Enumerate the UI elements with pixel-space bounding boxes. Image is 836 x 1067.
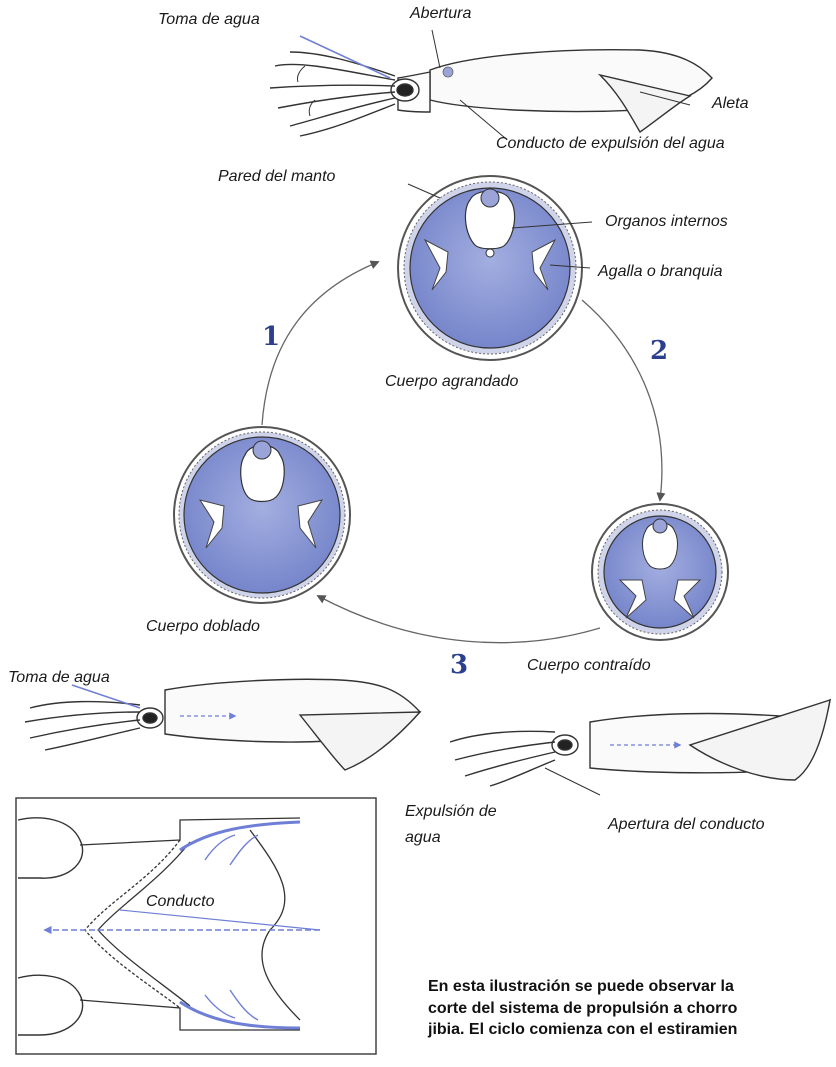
label-pared-manto: Pared del manto — [218, 167, 335, 186]
cross-section-enlarged — [398, 176, 582, 360]
cross-section-contracted — [592, 504, 728, 640]
squid-intake — [25, 679, 420, 770]
label-cuerpo-agrandado: Cuerpo agrandado — [385, 372, 518, 391]
step-number-1: 1 — [262, 322, 280, 352]
leader-apertura — [545, 768, 600, 795]
label-apertura-conducto: Apertura del conducto — [608, 815, 765, 834]
intake-water-line-top — [300, 36, 390, 78]
label-aleta: Aleta — [712, 94, 748, 113]
cross-section-bent — [174, 427, 350, 603]
step-number-3: 3 — [450, 650, 468, 680]
label-organos-internos: Organos internos — [605, 212, 728, 231]
label-expulsion-line2: agua — [405, 828, 441, 847]
label-expulsion-line1: Expulsión de — [405, 802, 497, 821]
leader-abertura — [432, 30, 440, 68]
cycle-arrow-3 — [318, 596, 600, 643]
label-cuerpo-doblado: Cuerpo doblado — [146, 617, 260, 636]
squid-expulsion — [450, 700, 830, 786]
intake-water-line-bottom — [72, 685, 140, 708]
step-number-2: 2 — [650, 336, 668, 366]
caption-text: En esta ilustración se puede observar la… — [428, 976, 836, 1041]
conduit-inset — [16, 798, 376, 1054]
label-cuerpo-contraido: Cuerpo contraído — [527, 656, 651, 675]
leader-pared-manto — [408, 184, 440, 198]
label-toma-agua-top: Toma de agua — [158, 10, 260, 29]
label-toma-agua-bottom: Toma de agua — [8, 668, 110, 687]
label-conducto-expulsion: Conducto de expulsión del agua — [496, 134, 725, 153]
cycle-arrow-2 — [582, 300, 662, 500]
top-squid — [270, 50, 712, 136]
label-agalla: Agalla o branquia — [598, 262, 723, 281]
label-abertura: Abertura — [410, 4, 471, 23]
label-conducto: Conducto — [146, 892, 215, 911]
